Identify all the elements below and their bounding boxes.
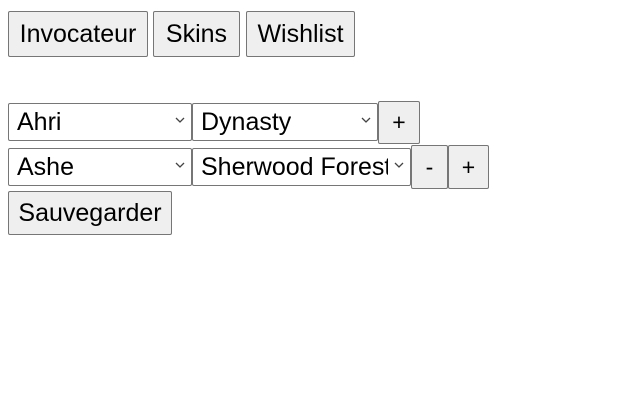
tab-invocateur[interactable]: Invocateur xyxy=(8,11,148,57)
save-button[interactable]: Sauvegarder xyxy=(8,191,172,235)
add-row-button-2[interactable]: + xyxy=(448,145,489,189)
remove-row-button-2[interactable]: - xyxy=(411,145,448,189)
skin-select-1-value: Dynasty xyxy=(201,107,292,136)
skin-select-2[interactable]: Sherwood Forest xyxy=(192,148,411,186)
chevron-down-icon xyxy=(175,115,185,125)
add-row-button-1[interactable]: + xyxy=(378,101,420,144)
chevron-down-icon xyxy=(394,160,404,170)
save-button-label: Sauvegarder xyxy=(18,198,162,227)
tab-skins-label: Skins xyxy=(165,19,228,48)
add-row-button-2-label: + xyxy=(461,153,476,180)
chevron-down-icon xyxy=(361,115,371,125)
tab-wishlist-label: Wishlist xyxy=(257,19,344,48)
champion-select-2[interactable]: Ashe xyxy=(8,148,192,186)
tab-wishlist[interactable]: Wishlist xyxy=(246,11,355,57)
chevron-down-icon xyxy=(175,160,185,170)
skin-select-1[interactable]: Dynasty xyxy=(192,103,378,141)
add-row-button-1-label: + xyxy=(392,109,406,135)
champion-select-1-value: Ahri xyxy=(17,107,62,136)
champion-select-2-value: Ashe xyxy=(17,152,74,181)
champion-select-1[interactable]: Ahri xyxy=(8,103,192,141)
tab-invocateur-label: Invocateur xyxy=(19,19,137,48)
remove-row-button-2-label: - xyxy=(425,153,434,180)
tab-skins[interactable]: Skins xyxy=(153,11,240,57)
skin-select-2-value: Sherwood Forest xyxy=(201,152,388,181)
